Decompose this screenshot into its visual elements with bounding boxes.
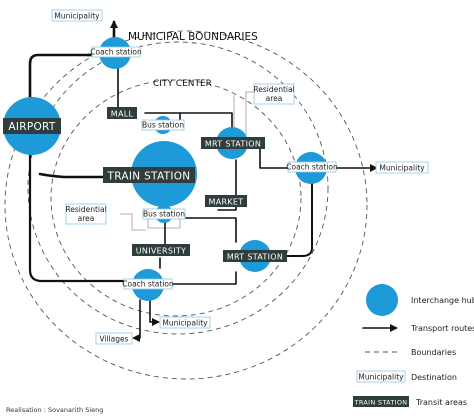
label-coach-south: Coach station <box>122 278 174 290</box>
dest-residential-north-line2: area <box>266 94 283 103</box>
route-to-municipality-bottom <box>149 299 160 326</box>
route-mrt-south-coach-south <box>165 271 237 285</box>
label-train-station-text: TRAIN STATION <box>107 171 191 183</box>
label-bus-south-text: Bus station <box>143 210 185 219</box>
legend-route-text: Transport routes <box>410 324 474 333</box>
dest-municipality-bottom: Municipality <box>159 316 211 329</box>
city-center-label: CITY CENTER <box>153 79 212 89</box>
dest-municipality-top: Municipality <box>51 9 103 22</box>
dest-residential-north: Residential area <box>253 83 295 105</box>
label-coach-south-text: Coach station <box>122 280 174 289</box>
legend-boundary-text: Boundaries <box>411 348 456 357</box>
legend-transit-sample: TRAIN STATION <box>354 399 408 407</box>
label-airport: AIRPORT <box>3 118 61 134</box>
label-market: MARKET <box>205 195 247 207</box>
route-coach-north-airport <box>28 53 97 102</box>
label-train-station: TRAIN STATION <box>103 167 195 183</box>
dest-villages: Villages <box>95 332 133 345</box>
legend: Interchange hub Transport routes Boundar… <box>353 284 474 407</box>
dest-residential-west: Residential area <box>65 203 107 225</box>
label-bus-north: Bus station <box>141 119 185 131</box>
route-airport-coach-south <box>28 148 134 283</box>
route-bus-south-mrt-south <box>179 217 237 243</box>
dest-villages-text: Villages <box>99 335 128 344</box>
dest-municipality-right: Municipality <box>375 161 429 174</box>
route-mall-mrt <box>144 112 233 129</box>
dest-residential-west-line2: area <box>78 214 95 223</box>
label-bus-north-text: Bus station <box>142 121 184 130</box>
route-to-villages <box>132 299 141 342</box>
outer-boundary <box>4 30 368 380</box>
label-bus-south: Bus station <box>142 208 186 220</box>
label-coach-east-text: Coach station <box>286 163 338 172</box>
label-university: UNIVERSITY <box>132 244 190 256</box>
label-market-text: MARKET <box>209 198 244 207</box>
legend-destination-sample: Municipality <box>358 373 404 382</box>
dest-residential-west-line1: Residential <box>65 205 106 214</box>
city-center-boundary <box>50 79 302 317</box>
residential-west-outline <box>120 213 146 231</box>
route-airport-train <box>38 172 128 179</box>
dest-municipality-top-text: Municipality <box>54 12 100 21</box>
dest-municipality-right-text: Municipality <box>379 164 425 173</box>
dest-municipality-bottom-text: Municipality <box>162 319 208 328</box>
label-mall: MALL <box>107 107 137 119</box>
label-coach-east: Coach station <box>286 161 338 173</box>
label-mall-text: MALL <box>111 110 134 119</box>
legend-transit-swatch: TRAIN STATION <box>353 396 409 407</box>
credit-text: Realisation : Sovanarith Sieng <box>6 406 103 414</box>
legend-destination-text: Destination <box>411 373 457 382</box>
legend-hub-text: Interchange hub <box>411 296 474 305</box>
label-airport-text: AIRPORT <box>8 121 56 133</box>
legend-transit-text: Transit areas <box>415 398 467 407</box>
label-mrt-north: MRT STATION <box>201 137 265 149</box>
label-university-text: UNIVERSITY <box>136 247 187 256</box>
label-mrt-south: MRT STATION <box>223 250 287 262</box>
municipal-boundaries-label: MUNICIPAL BOUNDARIES <box>128 31 258 43</box>
legend-destination-swatch: Municipality <box>356 370 406 383</box>
label-mrt-north-text: MRT STATION <box>205 140 261 149</box>
route-coach-east-mrt-south <box>269 181 313 257</box>
municipal-boundary <box>27 41 329 335</box>
dest-residential-north-line1: Residential <box>253 85 294 94</box>
label-coach-north-text: Coach station <box>90 48 142 57</box>
label-mrt-south-text: MRT STATION <box>227 253 283 262</box>
label-coach-north: Coach station <box>90 46 142 58</box>
legend-hub-swatch <box>366 284 398 316</box>
